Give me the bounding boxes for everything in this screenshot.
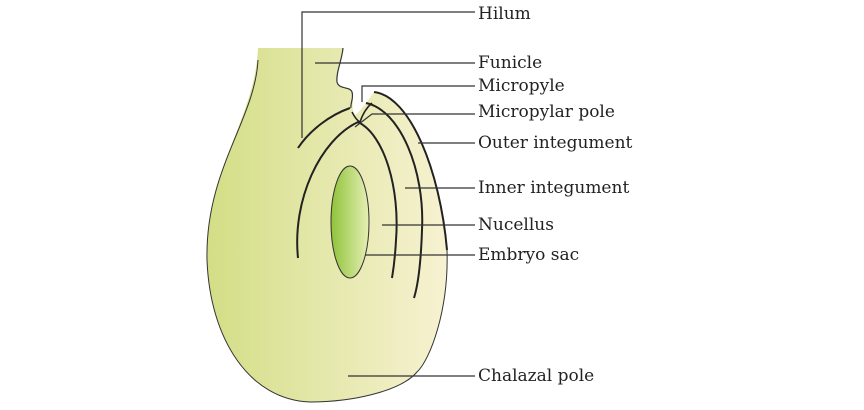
leader-lines — [301, 11, 475, 377]
label-micropyle: Micropyle — [478, 76, 565, 96]
outer-integument-left — [297, 107, 351, 149]
label-hilum: Hilum — [478, 4, 531, 24]
label-inner-integument: Inner integument — [478, 178, 630, 198]
label-nucellus: Nucellus — [478, 215, 554, 235]
embryo-sac-shape — [330, 165, 370, 279]
inner-integument-boundary — [296, 120, 398, 279]
micropyle-gap — [351, 102, 373, 124]
ovule-body — [206, 48, 448, 402]
label-embryo-sac: Embryo sac — [478, 245, 580, 265]
label-outer-integument: Outer integument — [478, 133, 633, 153]
label-micropylar-pole: Micropylar pole — [478, 102, 615, 122]
outer-integument-inner-boundary — [365, 102, 424, 299]
label-chalazal-pole: Chalazal pole — [478, 366, 595, 386]
label-funicle: Funicle — [478, 53, 543, 73]
